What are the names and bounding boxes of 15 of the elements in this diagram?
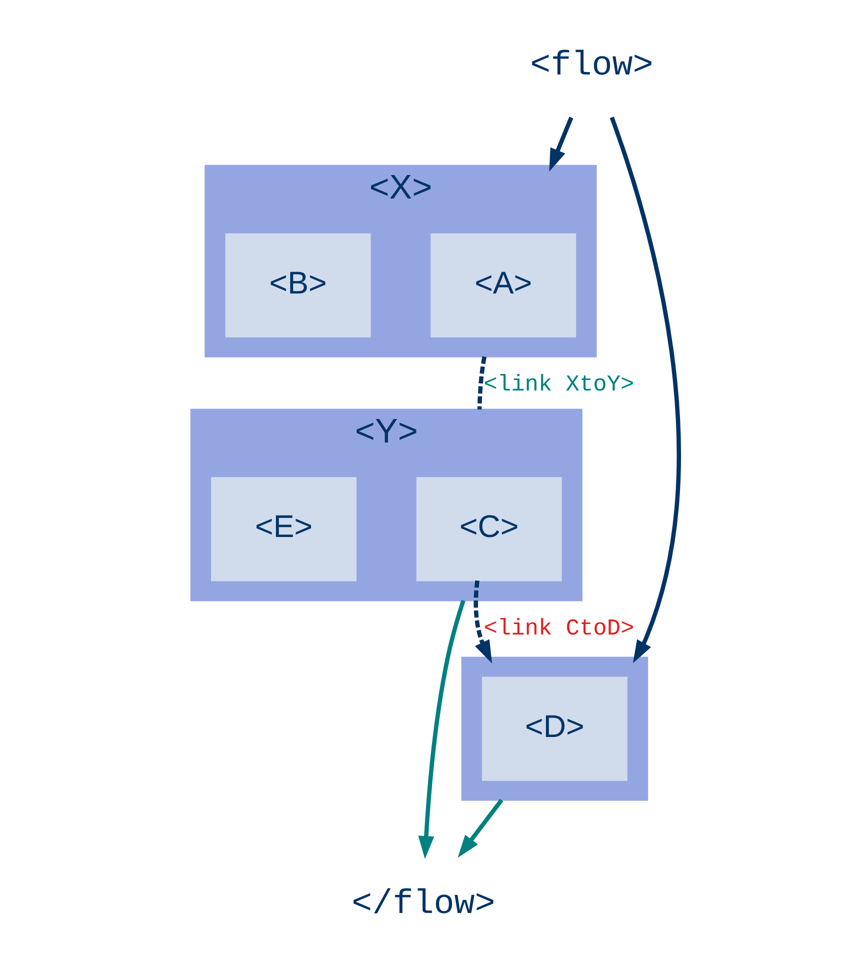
node-box: <C> <box>416 477 562 582</box>
arrow <box>418 600 466 859</box>
node-box: <B> <box>225 233 371 338</box>
node-box: <D> <box>482 676 628 781</box>
arrow <box>458 798 504 858</box>
edge-label: <link CtoD> <box>484 615 634 642</box>
node-box: <A> <box>430 233 576 338</box>
node-text: <flow> <box>530 48 654 86</box>
arrow <box>610 116 681 664</box>
arrow <box>549 116 574 172</box>
edge-label: <link XtoY> <box>484 372 634 398</box>
node-text: </flow> <box>352 886 496 924</box>
node-box: <E> <box>211 477 356 582</box>
cluster <box>461 656 648 801</box>
connector <box>477 356 487 410</box>
